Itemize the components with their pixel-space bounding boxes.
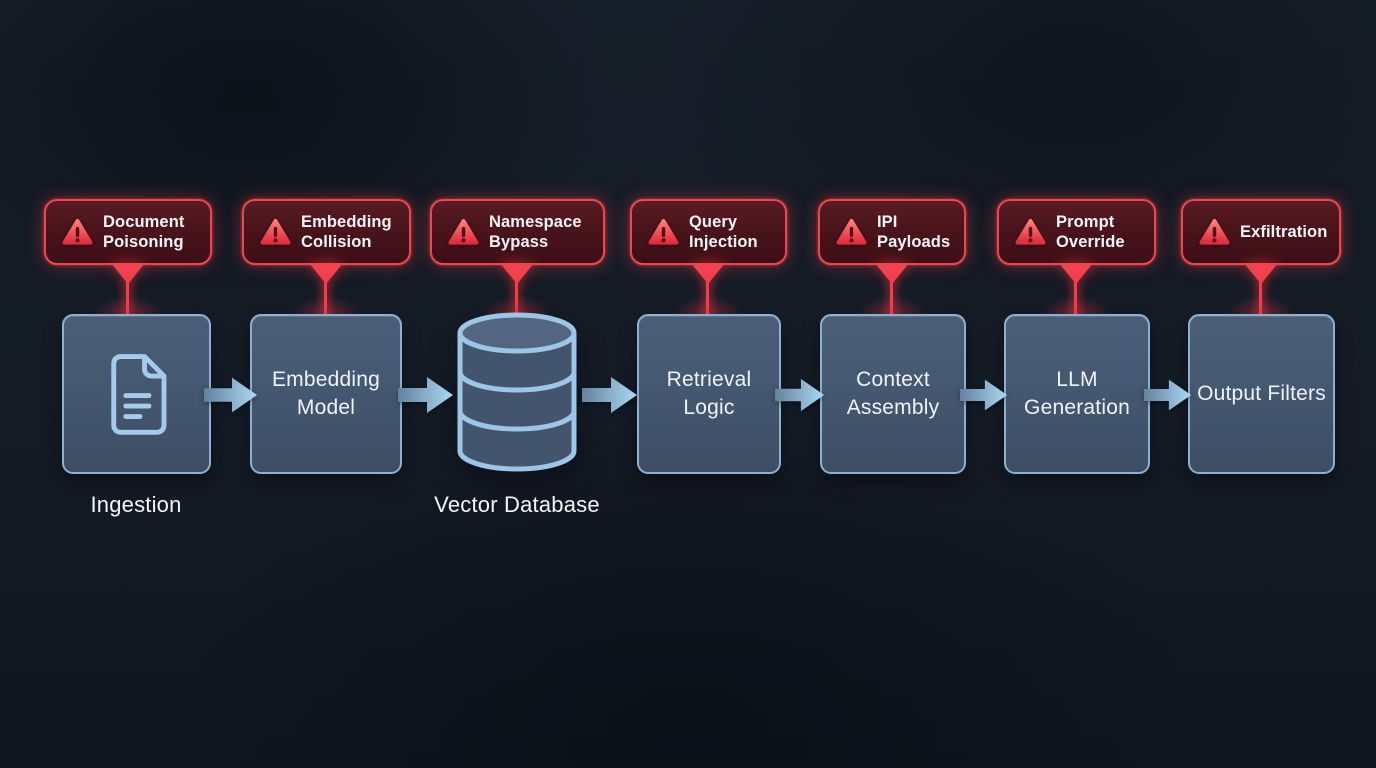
stage-box-output-filters: Output Filters bbox=[1188, 314, 1335, 474]
attack-pointer bbox=[500, 263, 534, 284]
attack-box-document-poisoning: Document Poisoning bbox=[44, 199, 212, 265]
attack-pointer bbox=[111, 263, 145, 284]
attack-label: Exfiltration bbox=[1240, 222, 1328, 241]
attack-connector-line bbox=[1259, 280, 1262, 315]
warning-triangle-icon bbox=[1015, 218, 1046, 245]
attack-label: Embedding Collision bbox=[301, 212, 392, 251]
warning-triangle-icon bbox=[648, 218, 679, 245]
warning-triangle-icon bbox=[260, 218, 291, 245]
attack-label: Document Poisoning bbox=[103, 212, 185, 251]
stage-box-llm-generation: LLM Generation bbox=[1004, 314, 1150, 474]
stage-label: Context Assembly bbox=[846, 368, 940, 419]
attack-label: Query Injection bbox=[689, 212, 758, 251]
attack-connector-line bbox=[515, 280, 518, 315]
stage-label: Retrieval Logic bbox=[666, 368, 752, 419]
attack-pointer bbox=[691, 263, 725, 284]
attack-box-query-injection: Query Injection bbox=[630, 199, 787, 265]
stage-caption-ingestion: Ingestion bbox=[90, 492, 182, 517]
attack-box-namespace-bypass: Namespace Bypass bbox=[430, 199, 605, 265]
attack-label: Namespace Bypass bbox=[489, 212, 582, 251]
attack-pointer bbox=[1059, 263, 1093, 284]
stage-caption-vector-database: Vector Database bbox=[434, 492, 600, 517]
database-cylinder-icon bbox=[457, 312, 577, 472]
warning-triangle-icon bbox=[1199, 218, 1230, 245]
attack-pointer bbox=[875, 263, 909, 284]
flow-arrow-icon bbox=[1144, 379, 1192, 411]
stage-box-retrieval-logic: Retrieval Logic bbox=[637, 314, 781, 474]
attack-label: Prompt Override bbox=[1056, 212, 1125, 251]
warning-triangle-icon bbox=[448, 218, 479, 245]
stage-label: Embedding Model bbox=[271, 368, 381, 419]
attack-box-prompt-override: Prompt Override bbox=[997, 199, 1156, 265]
attack-label: IPI Payloads bbox=[877, 212, 951, 251]
flow-arrow-icon bbox=[960, 379, 1008, 411]
attack-box-exfiltration: Exfiltration bbox=[1181, 199, 1341, 265]
document-icon bbox=[110, 354, 166, 435]
attack-pointer bbox=[1244, 263, 1278, 284]
flow-arrow-icon bbox=[582, 377, 637, 413]
warning-triangle-icon bbox=[836, 218, 867, 245]
stage-label: Output Filters bbox=[1197, 382, 1326, 406]
attack-connector-line bbox=[890, 280, 893, 315]
stage-box-context-assembly: Context Assembly bbox=[820, 314, 966, 474]
attack-box-ipi-payloads: IPI Payloads bbox=[818, 199, 966, 265]
flow-arrow-icon bbox=[204, 377, 258, 413]
attack-pointer bbox=[309, 263, 343, 284]
attack-box-embedding-collision: Embedding Collision bbox=[242, 199, 411, 265]
warning-triangle-icon bbox=[62, 218, 93, 245]
stage-label: LLM Generation bbox=[1024, 368, 1130, 419]
stage-box-embedding-model: Embedding Model bbox=[250, 314, 402, 474]
flow-arrow-icon bbox=[775, 378, 825, 412]
attack-connector-line bbox=[706, 280, 709, 315]
attack-connector-line bbox=[126, 280, 129, 315]
attack-connector-line bbox=[1074, 280, 1077, 315]
stage-node-ingestion bbox=[62, 314, 211, 474]
attack-connector-line bbox=[324, 280, 327, 315]
flow-arrow-icon bbox=[398, 377, 453, 413]
